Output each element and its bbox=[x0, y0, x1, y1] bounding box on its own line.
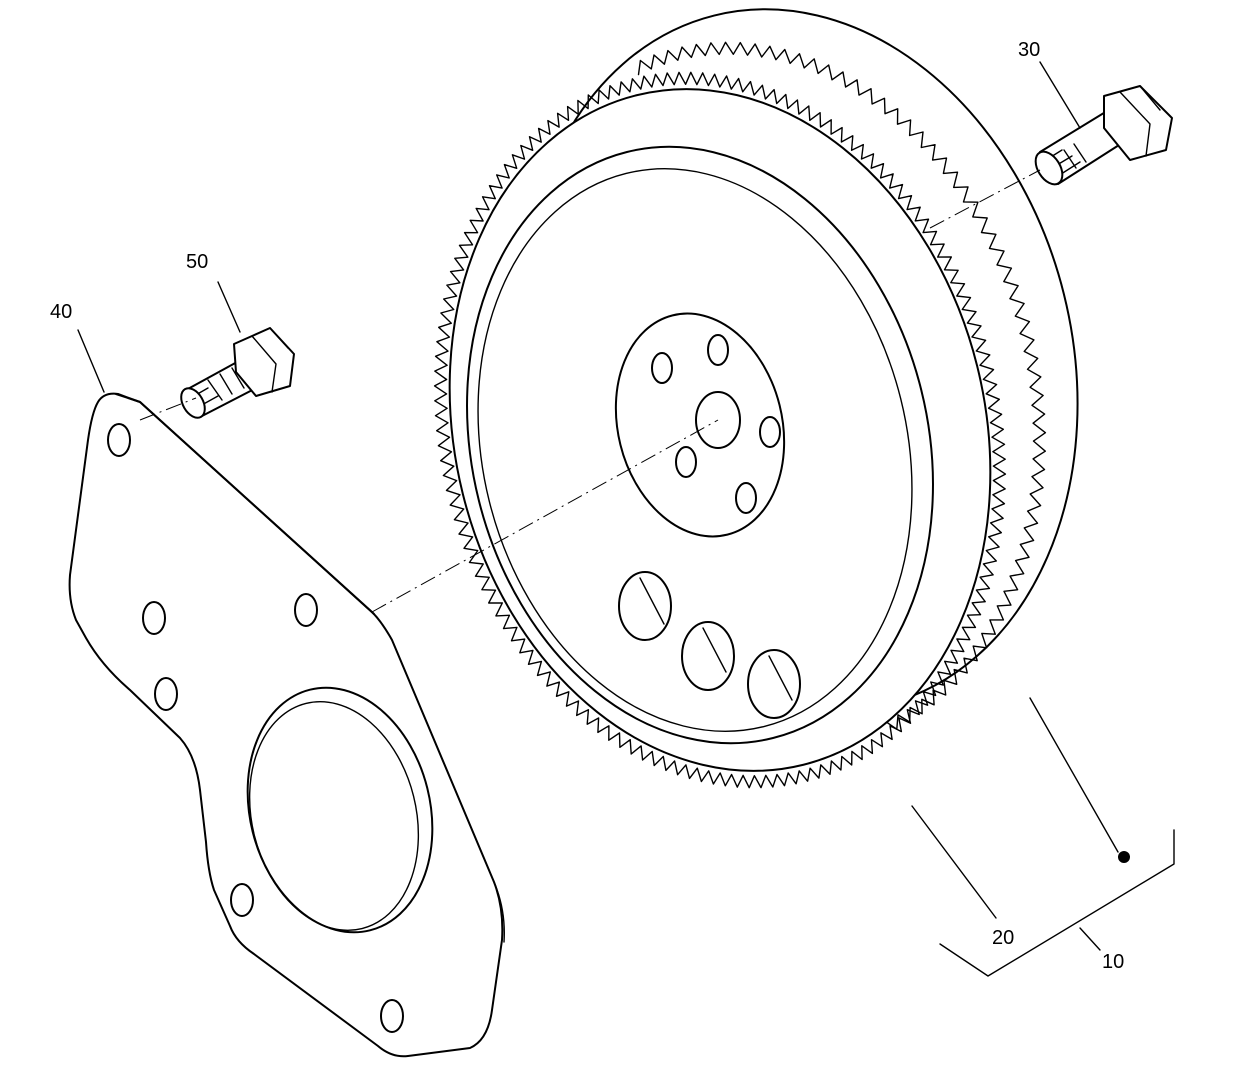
leader-10-bracket bbox=[1079, 927, 1101, 951]
bolt-30-thread bbox=[1045, 143, 1087, 177]
flywheel-hub bbox=[614, 312, 786, 538]
leader-20 bbox=[911, 805, 997, 919]
adapter-plate-top-edge bbox=[115, 393, 375, 615]
hub-bolt-hole bbox=[759, 416, 781, 448]
hub-bolt-hole bbox=[651, 352, 673, 384]
ring-gear-teeth bbox=[433, 71, 1007, 789]
hub-center-bore bbox=[695, 391, 741, 449]
bolt-30-axis bbox=[929, 169, 1041, 229]
bolt-30-tip bbox=[1034, 150, 1064, 186]
assembly-centerline bbox=[371, 419, 719, 613]
plate-bolt-hole bbox=[107, 423, 131, 457]
balance-hole-shading bbox=[639, 577, 793, 701]
callout-30: 30 bbox=[1018, 39, 1040, 61]
plate-bolt-hole bbox=[142, 601, 166, 635]
balance-hole bbox=[681, 621, 735, 691]
bolt-30-head-facets bbox=[1119, 85, 1161, 157]
flywheel-assembly bbox=[433, 8, 1079, 789]
adapter-plate bbox=[68, 392, 505, 1058]
hub-bolt-hole bbox=[675, 446, 697, 478]
adapter-plate-opening-inner bbox=[248, 701, 420, 931]
balance-hole bbox=[618, 571, 672, 641]
assembly-bracket-10 bbox=[939, 829, 1175, 977]
plate-bolt-hole bbox=[380, 999, 404, 1033]
plate-bolt-hole bbox=[230, 883, 254, 917]
leader-10 bbox=[1029, 697, 1119, 853]
callout-10-dot bbox=[1118, 851, 1130, 863]
hub-bolt-hole bbox=[707, 334, 729, 366]
flywheel-front-face bbox=[448, 88, 992, 772]
bolt-50-tip bbox=[180, 387, 206, 419]
adapter-plate-body bbox=[68, 392, 504, 1058]
flywheel-inner-ring bbox=[477, 168, 913, 732]
bolt-50-axis bbox=[139, 397, 197, 421]
adapter-plate-opening bbox=[246, 686, 434, 934]
hub-bolt-hole bbox=[735, 482, 757, 514]
adapter-plate-thickness bbox=[391, 639, 505, 943]
plate-bolt-hole bbox=[154, 677, 178, 711]
ring-gear-teeth-back bbox=[637, 41, 1047, 730]
bolt-50-head-facets bbox=[251, 327, 289, 393]
balance-hole bbox=[747, 649, 801, 719]
flywheel-bolt bbox=[1034, 85, 1173, 186]
callout-40: 40 bbox=[50, 301, 72, 323]
plate-bolt-hole bbox=[294, 593, 318, 627]
leader-30 bbox=[1039, 61, 1081, 129]
flywheel-friction-ring bbox=[466, 145, 934, 745]
bolt-50-thread bbox=[193, 367, 245, 407]
callout-50: 50 bbox=[186, 251, 208, 273]
callout-20: 20 bbox=[992, 927, 1014, 949]
leader-40 bbox=[77, 329, 105, 393]
callout-10: 10 bbox=[1102, 951, 1124, 973]
leader-50 bbox=[217, 281, 241, 333]
plate-bolt bbox=[180, 327, 295, 419]
